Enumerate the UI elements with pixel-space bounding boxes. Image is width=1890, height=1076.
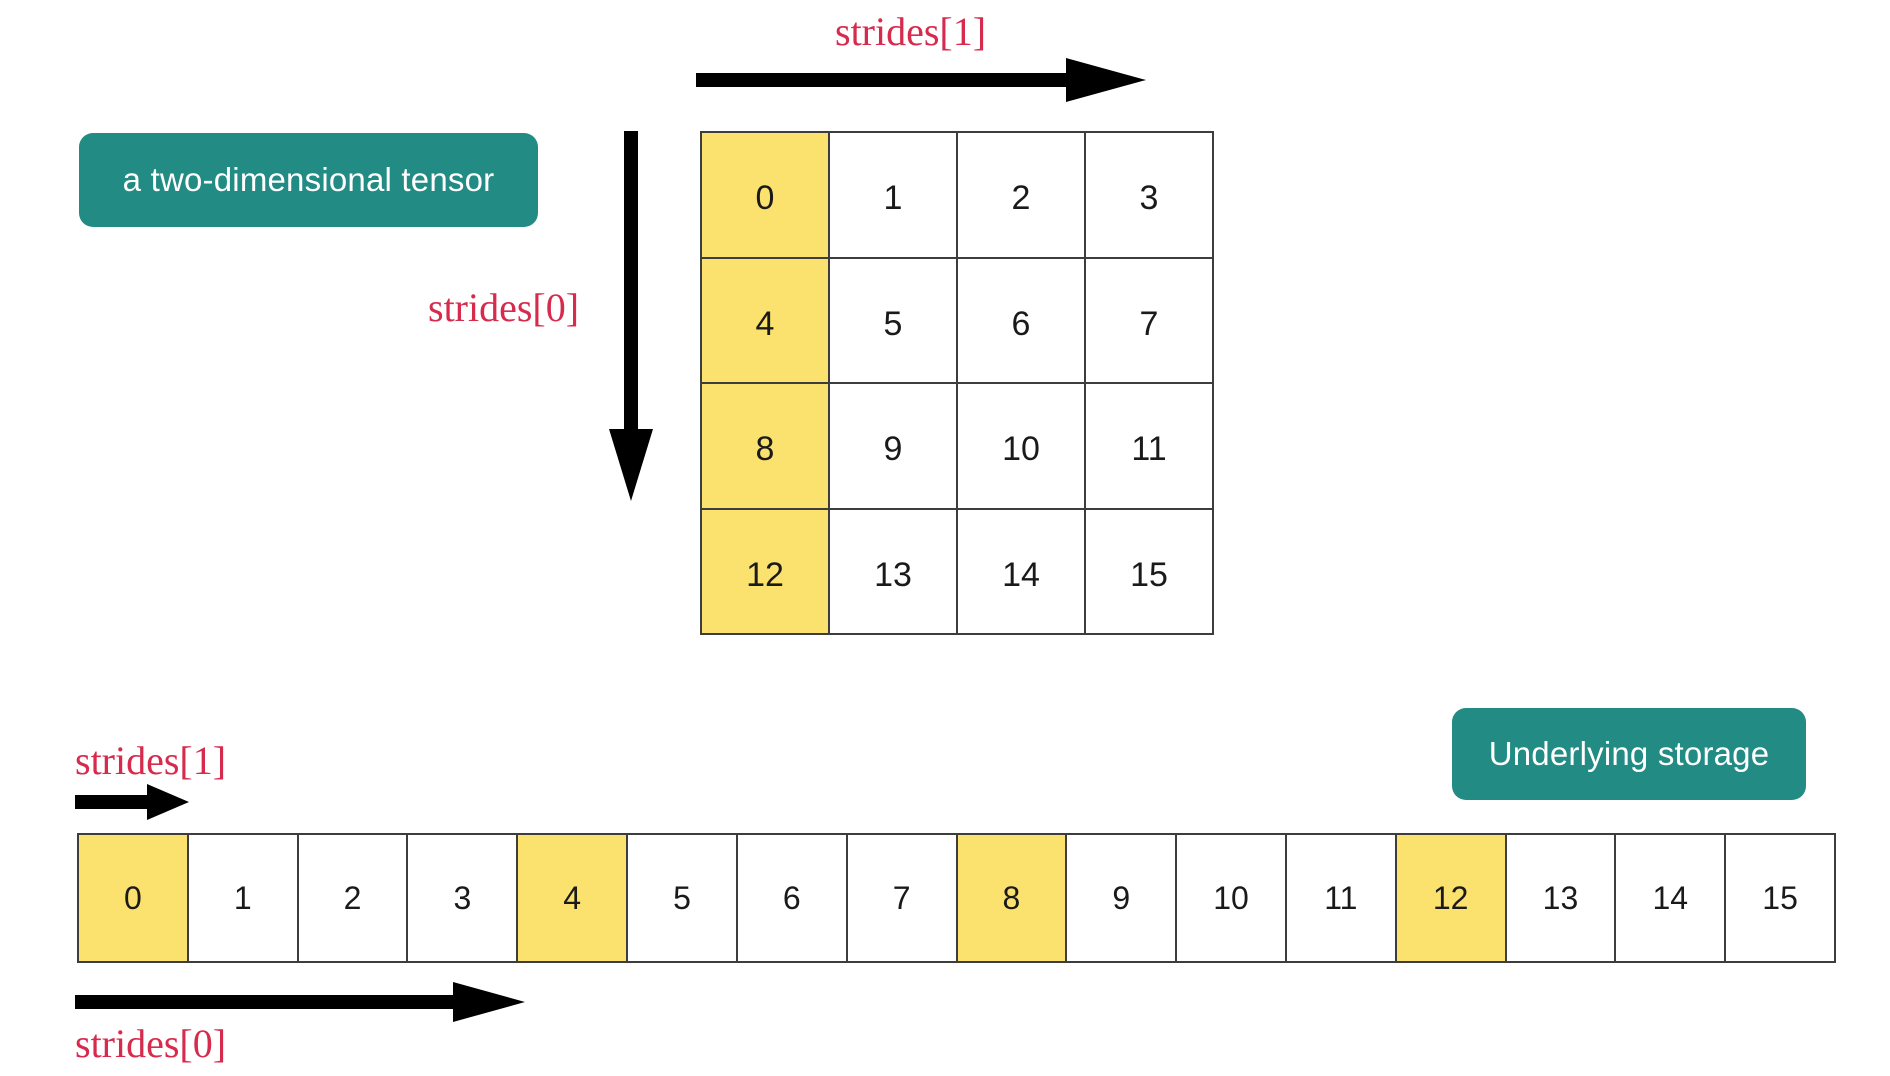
storage-cell: 1 bbox=[188, 835, 299, 963]
tensor-cell: 8 bbox=[702, 384, 830, 510]
tensor-cell: 4 bbox=[702, 258, 830, 384]
storage-cell: 5 bbox=[628, 835, 738, 963]
storage-label-text: Underlying storage bbox=[1488, 735, 1770, 772]
storage-cell: 11 bbox=[1286, 835, 1397, 963]
storage-cell: 0 bbox=[79, 835, 189, 963]
strides0-left-label: strides[0] bbox=[428, 285, 580, 330]
tensor-cell: 15 bbox=[1086, 509, 1214, 635]
tensor-cell: 7 bbox=[1086, 258, 1214, 384]
tensor-cell: 13 bbox=[830, 509, 958, 635]
tensor-cell: 9 bbox=[830, 384, 958, 510]
strides0-bottom-arrow-icon bbox=[75, 982, 525, 1022]
tensor-cell: 10 bbox=[958, 384, 1086, 510]
tensor-label-text: a two-dimensional tensor bbox=[122, 161, 495, 198]
storage-cell: 7 bbox=[847, 835, 958, 963]
storage-cell: 10 bbox=[1177, 835, 1287, 963]
tensor-cell: 11 bbox=[1086, 384, 1214, 510]
storage-label-badge: Underlying storage bbox=[1452, 708, 1806, 800]
strides1-top-arrow-icon bbox=[696, 58, 1146, 102]
tensor-cell: 6 bbox=[958, 258, 1086, 384]
tensor-cell: 1 bbox=[830, 133, 958, 259]
strides1-top-label: strides[1] bbox=[835, 9, 987, 54]
tensor-grid: 0 1 2 3 4 5 6 7 8 9 10 11 12 13 14 15 bbox=[700, 131, 1214, 635]
storage-cell: 9 bbox=[1067, 835, 1178, 963]
tensor-cell: 14 bbox=[958, 509, 1086, 635]
storage-cell: 4 bbox=[518, 835, 629, 963]
tensor-cell: 12 bbox=[702, 509, 830, 635]
storage-cell: 6 bbox=[737, 835, 848, 963]
storage-strip: 0 1 2 3 4 5 6 7 8 9 10 11 12 13 14 15 bbox=[77, 833, 1836, 963]
tensor-cell: 0 bbox=[702, 133, 830, 259]
storage-cell: 2 bbox=[298, 835, 409, 963]
storage-cell: 15 bbox=[1726, 835, 1836, 963]
storage-cell: 12 bbox=[1396, 835, 1507, 963]
storage-cell: 8 bbox=[957, 835, 1068, 963]
storage-cell: 14 bbox=[1616, 835, 1727, 963]
strides0-left-arrow-icon bbox=[609, 131, 653, 501]
storage-cell: 3 bbox=[408, 835, 519, 963]
strides1-bottom-label: strides[1] bbox=[75, 738, 227, 783]
strides1-bottom-arrow-icon bbox=[75, 784, 189, 820]
tensor-cell: 5 bbox=[830, 258, 958, 384]
tensor-cell: 2 bbox=[958, 133, 1086, 259]
storage-cell: 13 bbox=[1506, 835, 1617, 963]
tensor-cell: 3 bbox=[1086, 133, 1214, 259]
strides0-bottom-label: strides[0] bbox=[75, 1021, 227, 1066]
tensor-label-badge: a two-dimensional tensor bbox=[79, 133, 538, 227]
